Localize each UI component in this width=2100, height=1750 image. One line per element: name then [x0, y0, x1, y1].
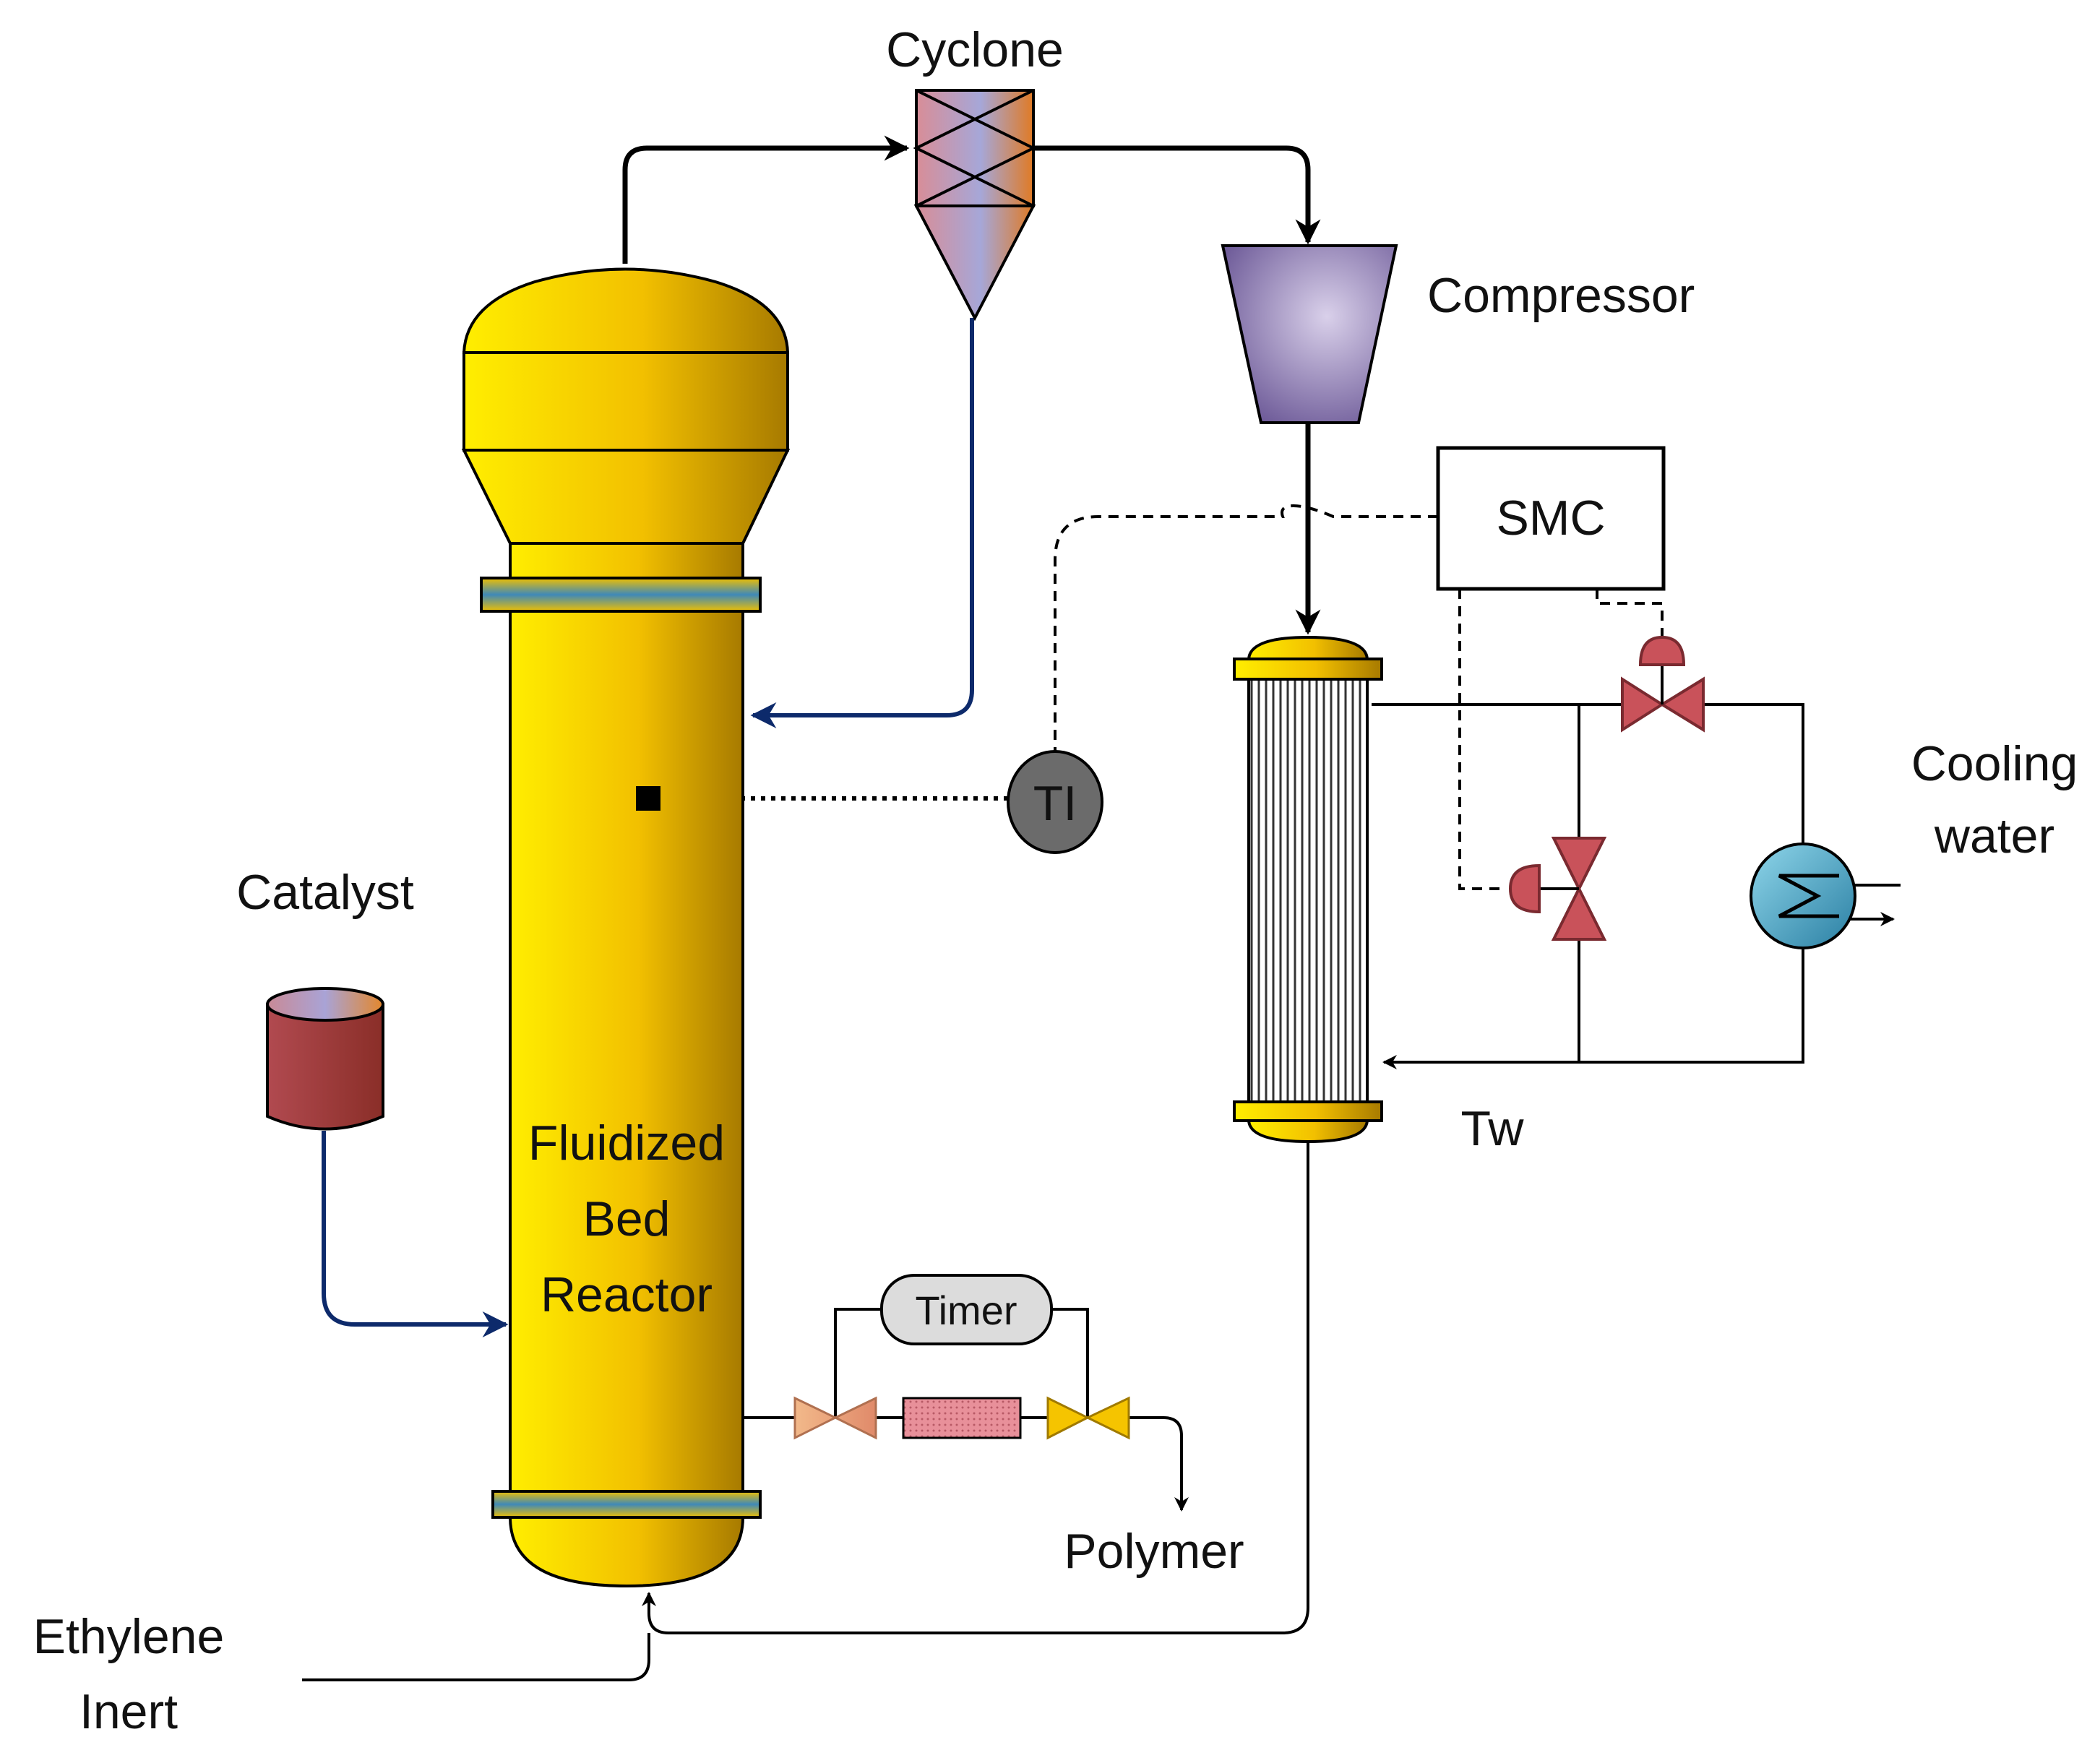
smc-to-ti-signal — [1054, 504, 1438, 751]
catalyst-drum: Catalyst — [236, 865, 414, 1131]
smc-box — [1436, 446, 1666, 591]
temperature-indicator: TI — [1007, 750, 1103, 854]
reactor-dome — [462, 267, 790, 354]
reactor-bottom-head — [508, 1516, 745, 1588]
cooling-water-label-line2: water — [1934, 809, 2054, 863]
compressor: Compressor — [1221, 244, 1695, 424]
exchanger-bottom-head — [1247, 1119, 1369, 1144]
compressor-label: Compressor — [1427, 268, 1695, 323]
timer-line-left — [834, 1308, 882, 1418]
reactor-label-line1: Fluidized — [528, 1116, 725, 1171]
fluidized-bed-reactor: Fluidized Bed Reactor — [461, 267, 791, 1588]
discharge-tank — [902, 1397, 1022, 1439]
catalyst-drum-top — [266, 987, 384, 1022]
catalyst-drum-body — [266, 1003, 384, 1131]
cyclone-return-pipe — [750, 318, 974, 728]
reactor-to-cyclone-pipe — [622, 135, 910, 264]
cyclone-cross-mark — [913, 89, 1037, 207]
bypass-valve-actuator — [1508, 863, 1541, 914]
cyclone-label: Cyclone — [886, 22, 1064, 77]
polymer-outlet-pipe — [1129, 1416, 1189, 1512]
reactor-body — [509, 610, 744, 1493]
smc-to-bypass-valve-signal — [1458, 589, 1505, 890]
cyclone-body — [915, 89, 1035, 207]
cyclone: Cyclone — [886, 22, 1064, 322]
reactor-lower-flange — [491, 1490, 762, 1519]
cooling-water-label-line1: Cooling — [1911, 736, 2078, 791]
reactor-label-line3: Reactor — [541, 1267, 713, 1322]
reactor-label-line2: Bed — [583, 1191, 671, 1246]
shell-tube-heat-exchanger — [1233, 635, 1383, 1144]
reactor-upper-section — [462, 351, 789, 452]
discharge-valve-1 — [793, 1396, 877, 1440]
cooler-coil — [1778, 874, 1839, 918]
smc-to-top-valve-signal — [1596, 589, 1664, 637]
cooling-loop-right-lower — [1382, 928, 1804, 1069]
polymer-label: Polymer — [1064, 1524, 1244, 1579]
exchanger-top-head — [1247, 635, 1369, 660]
exchanger-tube-bundle — [1247, 678, 1369, 1103]
feed-label-line1: Ethylene — [33, 1609, 225, 1664]
ti-label: TI — [1033, 776, 1077, 831]
reactor-neck — [509, 542, 744, 579]
catalyst-feed-pipe — [322, 1131, 509, 1337]
timer-box — [880, 1274, 1053, 1345]
smc-label: SMC — [1496, 491, 1605, 546]
smc-controller: SMC — [1436, 446, 1666, 591]
feed-pipe — [302, 1633, 650, 1681]
exchanger-bottom-flange — [1233, 1100, 1383, 1122]
timer-label: Timer — [915, 1288, 1017, 1333]
ti-circle — [1007, 750, 1103, 854]
reactor-cone — [461, 449, 791, 545]
reactor-upper-flange — [480, 577, 762, 613]
cooling-loop-top-right — [1703, 703, 1804, 863]
recycle-pipe — [642, 1138, 1309, 1634]
discharge-valve-2 — [1046, 1396, 1130, 1440]
cooling-water-exchanger: Cooling water — [1750, 736, 2078, 949]
tw-label: Tw — [1461, 1101, 1525, 1156]
top-control-valve — [1621, 635, 1705, 733]
cyclone-to-compressor-pipe — [1033, 145, 1321, 245]
cyclone-cone — [913, 204, 1036, 322]
cooler-circle — [1750, 842, 1856, 949]
bypass-control-valve — [1508, 837, 1607, 941]
product-discharge-system: Timer Polymer — [793, 1274, 1244, 1579]
compressor-body — [1221, 244, 1398, 424]
top-valve-actuator — [1638, 635, 1686, 666]
catalyst-label: Catalyst — [236, 865, 414, 920]
temperature-sensor-point — [636, 786, 660, 811]
feed-label-line2: Inert — [79, 1684, 178, 1739]
exchanger-top-flange — [1233, 658, 1383, 681]
timer-line-right — [1051, 1308, 1089, 1418]
